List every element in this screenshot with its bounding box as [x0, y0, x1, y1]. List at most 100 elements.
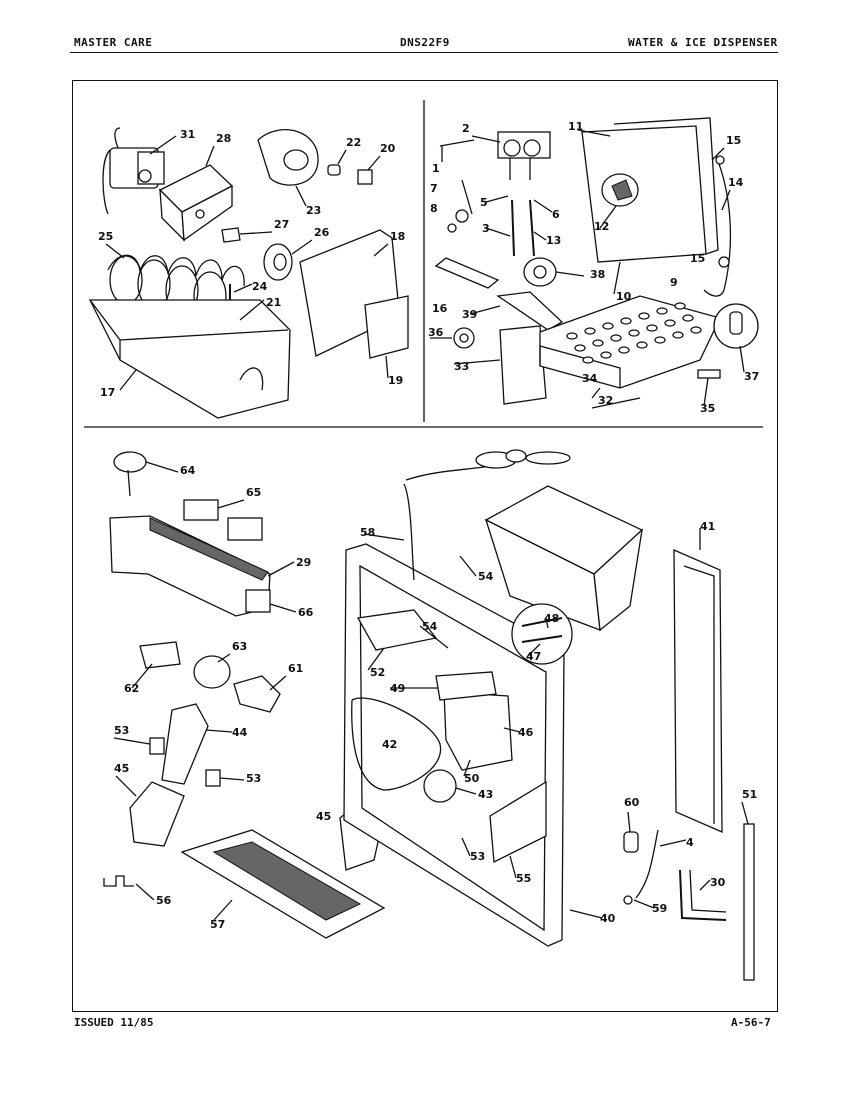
- part-label-39: 39: [462, 308, 477, 321]
- part-label-19: 19: [388, 374, 403, 387]
- part-label-54: 54: [422, 620, 438, 633]
- leader-line: [239, 231, 273, 235]
- part-label-20: 20: [380, 142, 396, 155]
- part-label-40: 40: [600, 912, 616, 925]
- header-model-brand: MASTER CARE: [74, 36, 153, 49]
- part-label-65: 65: [246, 486, 261, 499]
- part-label-63: 63: [232, 640, 247, 653]
- part-label-32: 32: [598, 394, 613, 407]
- tray-cup: [618, 346, 630, 354]
- part-label-17: 17: [100, 386, 115, 399]
- leader-line: [269, 675, 287, 691]
- part-label-45: 45: [114, 762, 129, 775]
- leader-line: [135, 883, 155, 901]
- tray-cup: [636, 341, 648, 349]
- leader-line: [577, 129, 611, 137]
- leader-line: [485, 195, 509, 203]
- leader-line: [633, 899, 655, 909]
- part-label-53: 53: [114, 724, 129, 737]
- leader-line: [295, 185, 307, 207]
- leader-line: [659, 839, 687, 847]
- tray-cup: [638, 312, 650, 320]
- part-label-53: 53: [246, 772, 261, 785]
- leader-line: [471, 135, 501, 143]
- leader-lines: [105, 129, 749, 921]
- leader-line: [239, 299, 265, 321]
- part-label-14: 14: [728, 176, 744, 189]
- leader-line: [419, 625, 449, 649]
- part-label-55: 55: [516, 872, 531, 885]
- leader-line: [599, 205, 617, 229]
- tray-cup: [620, 317, 632, 325]
- tray-cup: [672, 331, 684, 339]
- part-label-52: 52: [370, 666, 385, 679]
- part-label-1: 1: [432, 162, 440, 175]
- leader-line: [131, 663, 153, 689]
- part-label-6: 6: [552, 208, 560, 221]
- leader-line: [217, 653, 231, 663]
- part-label-3: 3: [482, 222, 490, 235]
- part-label-4: 4: [686, 836, 694, 849]
- part-label-24: 24: [252, 280, 268, 293]
- leader-line: [205, 729, 233, 733]
- leader-line: [145, 461, 179, 473]
- leader-line: [205, 145, 215, 167]
- leader-line: [453, 359, 501, 365]
- leader-line: [699, 879, 711, 891]
- leader-line: [569, 909, 603, 919]
- part-label-13: 13: [546, 234, 561, 247]
- leader-line: [545, 617, 549, 629]
- part-label-50: 50: [464, 772, 480, 785]
- part-label-30: 30: [710, 876, 726, 889]
- part-label-15: 15: [690, 252, 705, 265]
- leader-line: [503, 727, 521, 733]
- leader-line: [721, 189, 731, 211]
- leader-line: [533, 199, 553, 213]
- part-label-47: 47: [526, 650, 541, 663]
- tray-cup: [682, 314, 694, 322]
- tray-cup: [600, 351, 612, 359]
- part-label-51: 51: [742, 788, 757, 801]
- part-label-37: 37: [744, 370, 759, 383]
- part-label-64: 64: [180, 464, 196, 477]
- part-label-62: 62: [124, 682, 139, 695]
- part-label-66: 66: [298, 606, 314, 619]
- header-section-title: WATER & ICE DISPENSER: [628, 36, 778, 49]
- part-labels: 1234567891011121314151617181920212223242…: [98, 120, 759, 931]
- part-label-54: 54: [478, 570, 494, 583]
- part-label-41: 41: [700, 520, 715, 533]
- tray-cup: [646, 324, 658, 332]
- part-label-10: 10: [616, 290, 632, 303]
- leader-line: [115, 775, 137, 797]
- leader-line: [461, 837, 471, 857]
- tray-cup: [610, 334, 622, 342]
- part-label-22: 22: [346, 136, 361, 149]
- leader-line: [469, 305, 501, 315]
- part-label-8: 8: [430, 202, 438, 215]
- tray-cup: [574, 344, 586, 352]
- part-label-21: 21: [266, 296, 281, 309]
- part-label-58: 58: [360, 526, 375, 539]
- part-label-35: 35: [700, 402, 715, 415]
- leader-line: [267, 561, 295, 577]
- tray-cup: [654, 336, 666, 344]
- leader-line: [459, 555, 477, 577]
- part-label-25: 25: [98, 230, 113, 243]
- leader-line: [105, 243, 125, 259]
- part-label-34: 34: [582, 372, 598, 385]
- part-label-18: 18: [390, 230, 405, 243]
- leader-line: [367, 647, 385, 671]
- part-label-45: 45: [316, 810, 331, 823]
- leader-line: [455, 787, 477, 795]
- leader-line: [463, 759, 471, 777]
- dispenser-assembly: [103, 449, 755, 981]
- leader-line: [613, 261, 621, 295]
- part-label-28: 28: [216, 132, 231, 145]
- tray-cup: [664, 319, 676, 327]
- leader-line: [703, 377, 709, 407]
- part-label-2: 2: [462, 122, 470, 135]
- footer-issued-date: ISSUED 11/85: [74, 1016, 154, 1029]
- tray-cup: [602, 322, 614, 330]
- auger-motor-assembly: [88, 127, 409, 419]
